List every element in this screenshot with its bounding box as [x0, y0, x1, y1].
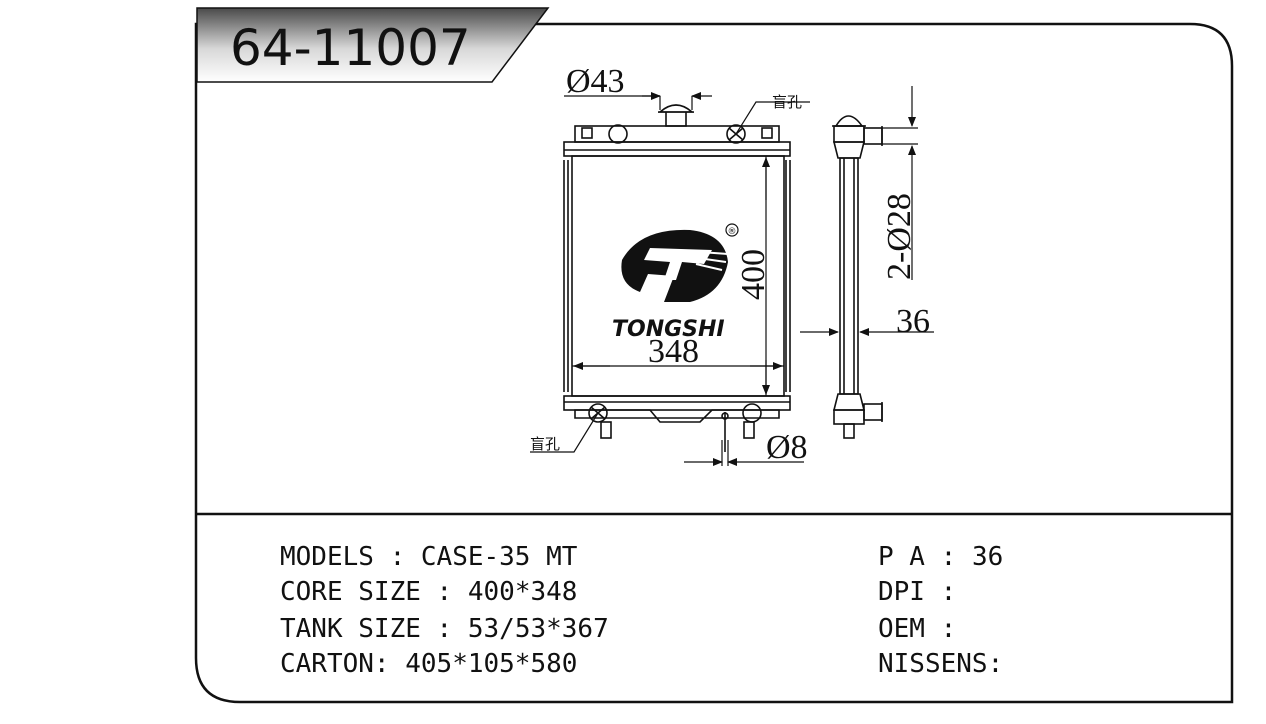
bottom-tank	[563, 395, 791, 411]
spec-left-column: MODELS : CASE-35 MT CORE SIZE : 400*348 …	[280, 542, 609, 679]
spec-tank-size: TANK SIZE : 53/53*367	[280, 614, 609, 644]
registered-mark-circle	[725, 223, 739, 237]
brand-name: TONGSHI	[612, 317, 725, 342]
dim-core-width: 348	[648, 333, 699, 370]
lower-hose-outlet	[863, 403, 883, 421]
note-blind-hole-top: 盲孔	[772, 93, 802, 111]
radiator-front-view	[563, 104, 791, 452]
tongshi-logo: ® TONGSHI	[612, 223, 739, 342]
note-blind-hole-bottom: 盲孔	[530, 435, 560, 453]
dim-hose-diameter: 2-Ø28	[881, 193, 918, 280]
spec-right-column: P A : 36 DPI : OEM : NISSENS:	[878, 542, 1003, 679]
top-tank	[563, 141, 791, 157]
spec-carton: CARTON: 405*105*580	[280, 649, 577, 679]
dim-depth: 36	[896, 303, 930, 340]
upper-hose-outlet	[863, 127, 883, 145]
dim-filler-diameter: Ø43	[566, 63, 625, 100]
registered-mark: ®	[728, 227, 737, 237]
title-band: 64-11007	[196, 7, 550, 83]
side-cap	[834, 115, 864, 127]
radiator-side-view	[832, 115, 883, 439]
spec-pa: P A : 36	[878, 542, 1003, 572]
spec-dpi: DPI :	[878, 577, 972, 607]
radiator-cap	[657, 104, 695, 113]
front-view-dimensions	[530, 92, 810, 466]
part-number: 64-11007	[230, 19, 471, 77]
side-view-dimensions	[800, 86, 934, 336]
side-core	[839, 157, 859, 395]
top-blind-hole	[726, 124, 746, 144]
spec-nissens: NISSENS:	[878, 649, 1003, 679]
spec-oem: OEM :	[878, 614, 972, 644]
dim-drain-diameter: Ø8	[766, 429, 808, 466]
bottom-blind-hole	[588, 403, 608, 423]
spec-core-size: CORE SIZE : 400*348	[280, 577, 577, 607]
dim-core-height: 400	[735, 249, 772, 300]
sheet-frame	[194, 22, 1234, 704]
spec-models: MODELS : CASE-35 MT	[280, 542, 578, 572]
